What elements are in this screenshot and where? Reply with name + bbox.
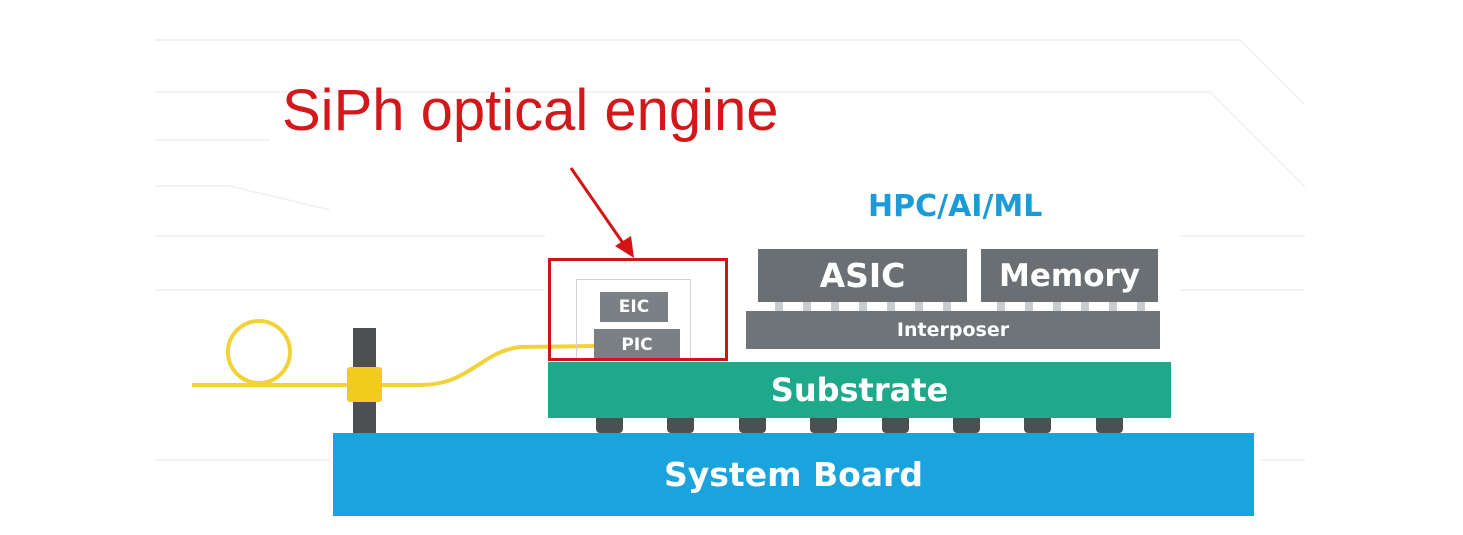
memory-chip: Memory <box>981 249 1158 302</box>
solder-bump <box>810 418 837 433</box>
fiber-connector <box>347 367 382 402</box>
solder-bump <box>739 418 766 433</box>
callout-title: SiPh optical engine <box>282 78 779 143</box>
solder-bump <box>667 418 694 433</box>
micro-bump <box>1137 302 1145 311</box>
micro-bump <box>887 302 895 311</box>
solder-bump <box>1096 418 1123 433</box>
micro-bump <box>1053 302 1061 311</box>
eic-chip: EIC <box>600 292 668 322</box>
substrate: Substrate <box>548 362 1171 418</box>
solder-bump <box>953 418 980 433</box>
micro-bump <box>859 302 867 311</box>
micro-bump <box>775 302 783 311</box>
asic-chip: ASIC <box>758 249 967 302</box>
solder-bump <box>1024 418 1051 433</box>
solder-bump <box>596 418 623 433</box>
package-label: HPC/AI/ML <box>868 189 1043 224</box>
optical-engine-highlight-box <box>548 258 728 361</box>
system-board: System Board <box>333 433 1254 516</box>
interposer: Interposer <box>746 311 1160 349</box>
micro-bump <box>915 302 923 311</box>
solder-bump <box>882 418 909 433</box>
micro-bump <box>1109 302 1117 311</box>
micro-bump <box>1081 302 1089 311</box>
pic-chip: PIC <box>594 329 680 361</box>
micro-bump <box>943 302 951 311</box>
micro-bump <box>997 302 1005 311</box>
micro-bump <box>1025 302 1033 311</box>
micro-bump <box>803 302 811 311</box>
micro-bump <box>831 302 839 311</box>
